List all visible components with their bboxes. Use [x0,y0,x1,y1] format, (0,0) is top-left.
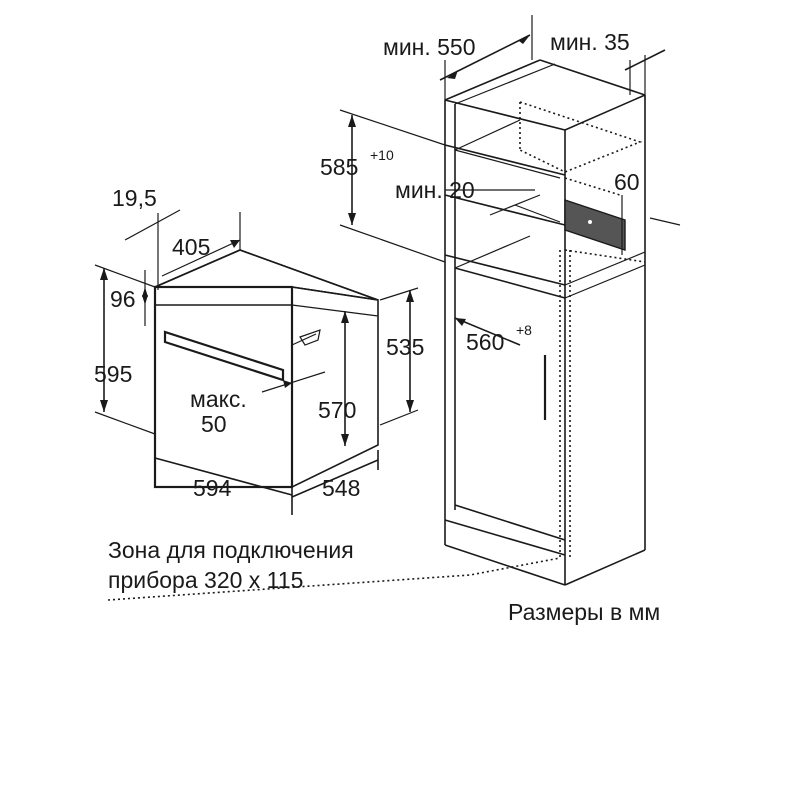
label-oven-width: 594 [193,475,232,501]
label-min-gap: мин. 20 [395,177,475,203]
labels: 19,5 405 96 595 макс. 50 570 535 594 548… [94,29,660,625]
label-niche-height: 585 [320,154,358,180]
oven-handle [163,330,285,382]
oven-drawing [153,249,379,489]
cabinet-dimensions [107,15,681,601]
label-connection-line2: прибора 320 x 115 [108,567,303,593]
vent-opening [564,199,626,251]
oven-side [291,286,379,489]
label-units: Размеры в мм [508,599,660,625]
label-panel-thickness: 19,5 [112,185,157,211]
label-oven-depth: 548 [322,475,360,501]
label-vent-height: 60 [614,169,640,195]
cabinet-drawing [444,59,646,586]
label-min-depth: мин. 550 [383,34,476,60]
label-min-wall: мин. 35 [550,29,630,55]
label-body-depth-top: 405 [172,234,210,260]
label-niche-height-tol: +10 [370,147,394,163]
label-niche-width-tol: +8 [516,322,532,338]
label-max-value: 50 [201,411,227,437]
label-max: макс. [190,386,247,412]
label-side-height: 535 [386,334,424,360]
label-oven-height: 595 [94,361,132,387]
label-cavity-height: 570 [318,397,356,423]
label-control-height: 96 [110,286,136,312]
oven-dimensions [94,209,419,515]
label-connection-line1: Зона для подключения [108,537,354,563]
label-niche-width: 560 [466,329,504,355]
